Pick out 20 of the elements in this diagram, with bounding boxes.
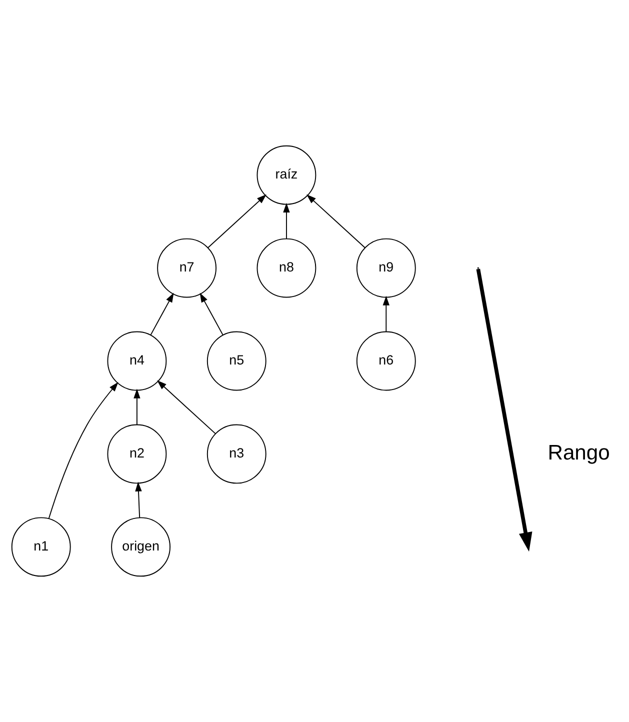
arrow — [283, 202, 290, 240]
node-circle: n2 — [107, 424, 167, 484]
arrow — [48, 382, 118, 520]
node-circle: n8 — [256, 238, 316, 298]
node-circle: n9 — [356, 238, 416, 298]
arrow — [156, 380, 216, 434]
arrow — [135, 482, 142, 518]
arrow — [382, 296, 390, 332]
arrow — [306, 194, 366, 248]
arrow — [150, 292, 174, 336]
node-circle: n5 — [206, 331, 266, 391]
arrow — [207, 194, 266, 248]
node-circle: origen — [111, 517, 170, 577]
arrow — [200, 292, 224, 336]
label: Rango — [548, 441, 610, 464]
node-circle: n1 — [11, 517, 71, 577]
node-circle: n6 — [356, 331, 416, 391]
node-circle: n3 — [206, 424, 266, 484]
arrow — [134, 388, 140, 426]
node-circle: n7 — [157, 238, 216, 298]
